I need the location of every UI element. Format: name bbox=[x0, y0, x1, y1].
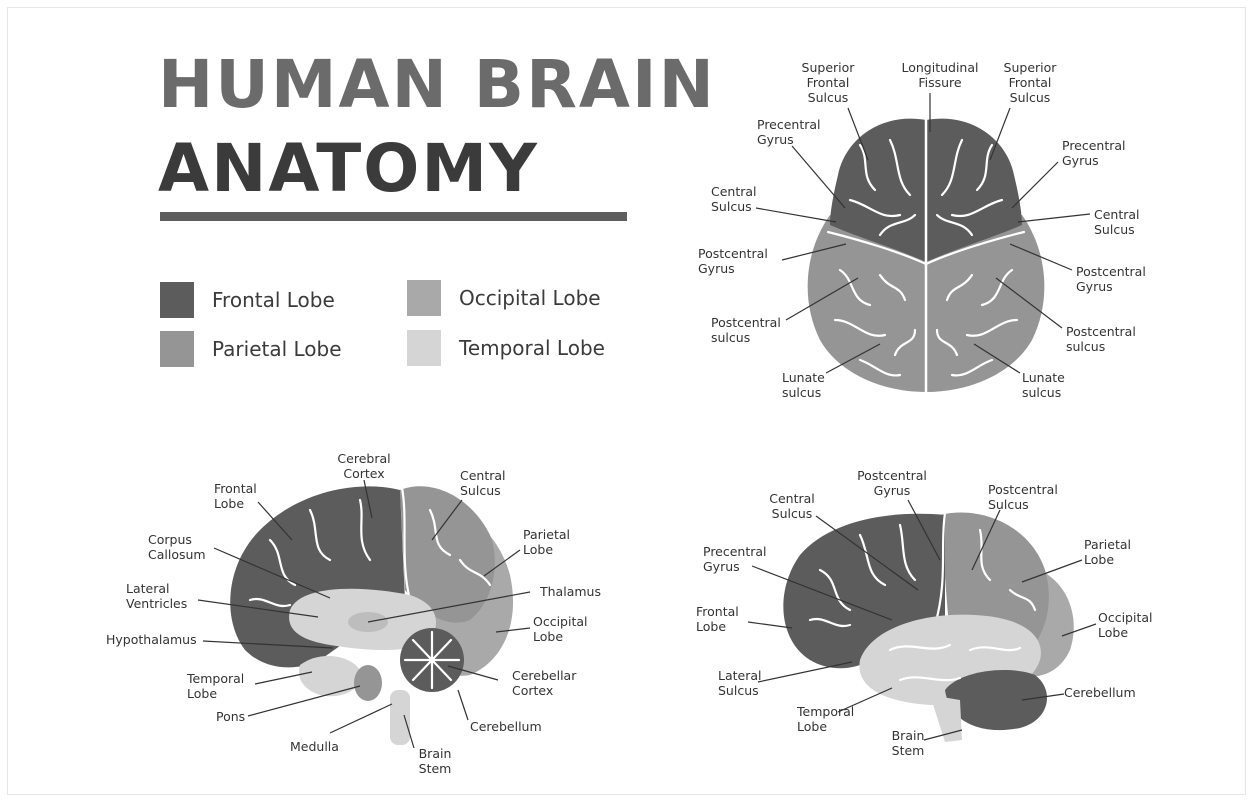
label-cerebellum-lateral: Cerebellum bbox=[1064, 685, 1136, 700]
label-hypothalamus: Hypothalamus bbox=[106, 632, 197, 647]
label-medulla: Medulla bbox=[290, 739, 339, 754]
sagittal-cerebellar-folia bbox=[405, 632, 459, 688]
sagittal-brain-stem-shape bbox=[390, 690, 410, 745]
label-thalamus: Thalamus bbox=[539, 584, 601, 599]
top-view-brain bbox=[808, 118, 1045, 392]
lateral-brain-stem-shape bbox=[930, 695, 962, 742]
label-pons: Pons bbox=[216, 709, 245, 724]
sagittal-pons-shape bbox=[354, 665, 382, 701]
sagittal-temporal-region bbox=[299, 656, 361, 696]
sagittal-view-brain bbox=[230, 486, 513, 745]
label-cerebellum-sagittal: Cerebellum bbox=[470, 719, 542, 734]
